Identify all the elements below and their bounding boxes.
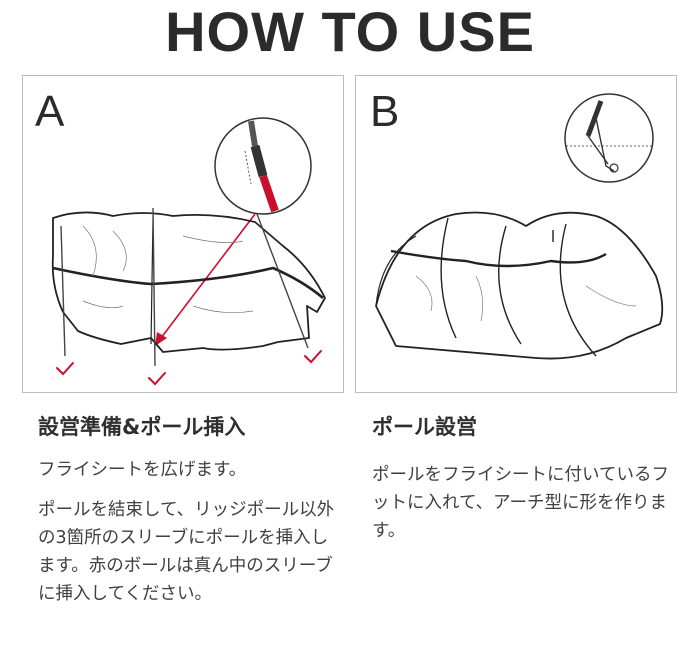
check-mark-icons (56, 350, 322, 386)
step-a-heading: 設営準備&ポール挿入 (38, 415, 246, 439)
step-b-illustration-panel: B (355, 75, 677, 393)
flat-fly-sheet (51, 211, 326, 353)
step-b-heading: ポール設営 (372, 415, 477, 439)
step-a-paragraph-2: ポールを結束して、リッジポール以外の3箇所のスリーブにポールを挿入します。赤のボ… (38, 500, 335, 604)
insert-arrow (160, 213, 256, 339)
foot-detail-zoom (564, 93, 654, 183)
poles (60, 207, 309, 367)
step-b-letter: B (370, 87, 399, 136)
step-a-illustration-panel: A (22, 75, 344, 393)
step-b-illustration: B (370, 87, 664, 360)
page-title: HOW TO USE (165, 0, 535, 63)
arched-tent (375, 211, 664, 360)
pole-detail-zoom (214, 117, 312, 215)
step-a-illustration: A (35, 87, 326, 386)
step-b-paragraph-1: ポールをフライシートに付いているフットに入れて、アーチ型に形を作ります。 (372, 465, 669, 541)
step-a-letter: A (35, 87, 65, 136)
step-a-paragraph-1: フライシートを広げます。 (38, 460, 247, 480)
